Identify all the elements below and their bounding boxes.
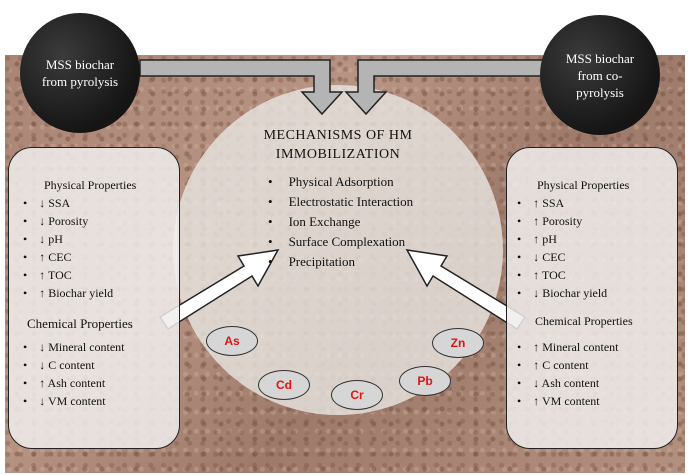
left-properties-panel: Physical Properties •↓ SSA •↓ Porosity •…: [8, 147, 180, 449]
left-chemical-heading: Chemical Properties: [27, 316, 133, 331]
list-item: •↑ C content: [517, 358, 589, 372]
list-item: •↓ Mineral content: [23, 340, 125, 354]
right-chemical-heading: Chemical Properties: [535, 314, 633, 328]
metal-badge-cd: Cd: [258, 370, 310, 400]
list-item: •↓ Biochar yield: [517, 286, 608, 300]
arrow-pyrolysis-to-mechanisms: [139, 59, 344, 116]
list-item: •↑ VM content: [517, 394, 600, 408]
mechanisms-list: •Physical Adsorption •Electrostatic Inte…: [268, 172, 413, 272]
list-item: •↓ VM content: [23, 394, 106, 408]
list-item: •↓ Ash content: [517, 376, 600, 390]
list-item: •↓ C content: [23, 358, 95, 372]
list-item: •↑ CEC: [23, 250, 72, 264]
mechanisms-title: MECHANISMS OF HM IMMOBILIZATION: [263, 128, 413, 162]
list-item: •↓ Porosity: [23, 214, 89, 228]
list-item: •↑ Mineral content: [517, 340, 619, 354]
metal-badge-zn: Zn: [432, 328, 484, 358]
list-item: •↑ Porosity: [517, 214, 583, 228]
right-physical-list: •↑ SSA •↑ Porosity •↑ pH •↓ CEC •↑ TOC •…: [517, 194, 607, 302]
right-physical-heading: Physical Properties: [537, 178, 630, 192]
metal-badge-pb: Pb: [399, 366, 451, 396]
list-item: •↓ CEC: [517, 250, 566, 264]
list-item: •↑ TOC: [23, 268, 72, 282]
left-chemical-list: •↓ Mineral content •↓ C content •↑ Ash c…: [23, 338, 125, 410]
list-item: •↑ TOC: [517, 268, 566, 282]
list-item: •↑ pH: [517, 232, 557, 246]
copyrolysis-biochar-label: MSS biochar from co-pyrolysis: [565, 50, 635, 100]
metal-badge-as: As: [206, 326, 258, 356]
copyrolysis-biochar-circle: MSS biochar from co-pyrolysis: [540, 15, 660, 135]
list-item: •Electrostatic Interaction: [268, 194, 414, 209]
left-physical-list: •↓ SSA •↓ Porosity •↓ pH •↑ CEC •↑ TOC •…: [23, 194, 113, 302]
list-item: •Surface Complexation: [268, 234, 406, 249]
list-item: •↓ SSA: [23, 196, 71, 210]
list-item: •↑ Ash content: [23, 376, 106, 390]
right-properties-panel: Physical Properties •↑ SSA •↑ Porosity •…: [506, 147, 678, 449]
list-item: •Precipitation: [268, 254, 355, 269]
list-item: •Ion Exchange: [268, 214, 361, 229]
list-item: •↑ SSA: [517, 196, 565, 210]
left-physical-heading: Physical Properties: [44, 178, 137, 192]
arrow-copyrolysis-to-mechanisms: [344, 59, 549, 116]
list-item: •↑ Biochar yield: [23, 286, 114, 300]
right-chemical-list: •↑ Mineral content •↑ C content •↓ Ash c…: [517, 338, 619, 410]
list-item: •Physical Adsorption: [268, 174, 394, 189]
mechanism-circle: [173, 85, 503, 415]
metal-badge-cr: Cr: [331, 380, 383, 410]
pyrolysis-biochar-circle: MSS biochar from pyrolysis: [20, 13, 140, 133]
arrow-right-panel-to-mechanisms: [405, 249, 527, 331]
pyrolysis-biochar-label: MSS biochar from pyrolysis: [41, 57, 119, 89]
arrow-left-panel-to-mechanisms: [158, 249, 280, 331]
list-item: •↓ pH: [23, 232, 63, 246]
